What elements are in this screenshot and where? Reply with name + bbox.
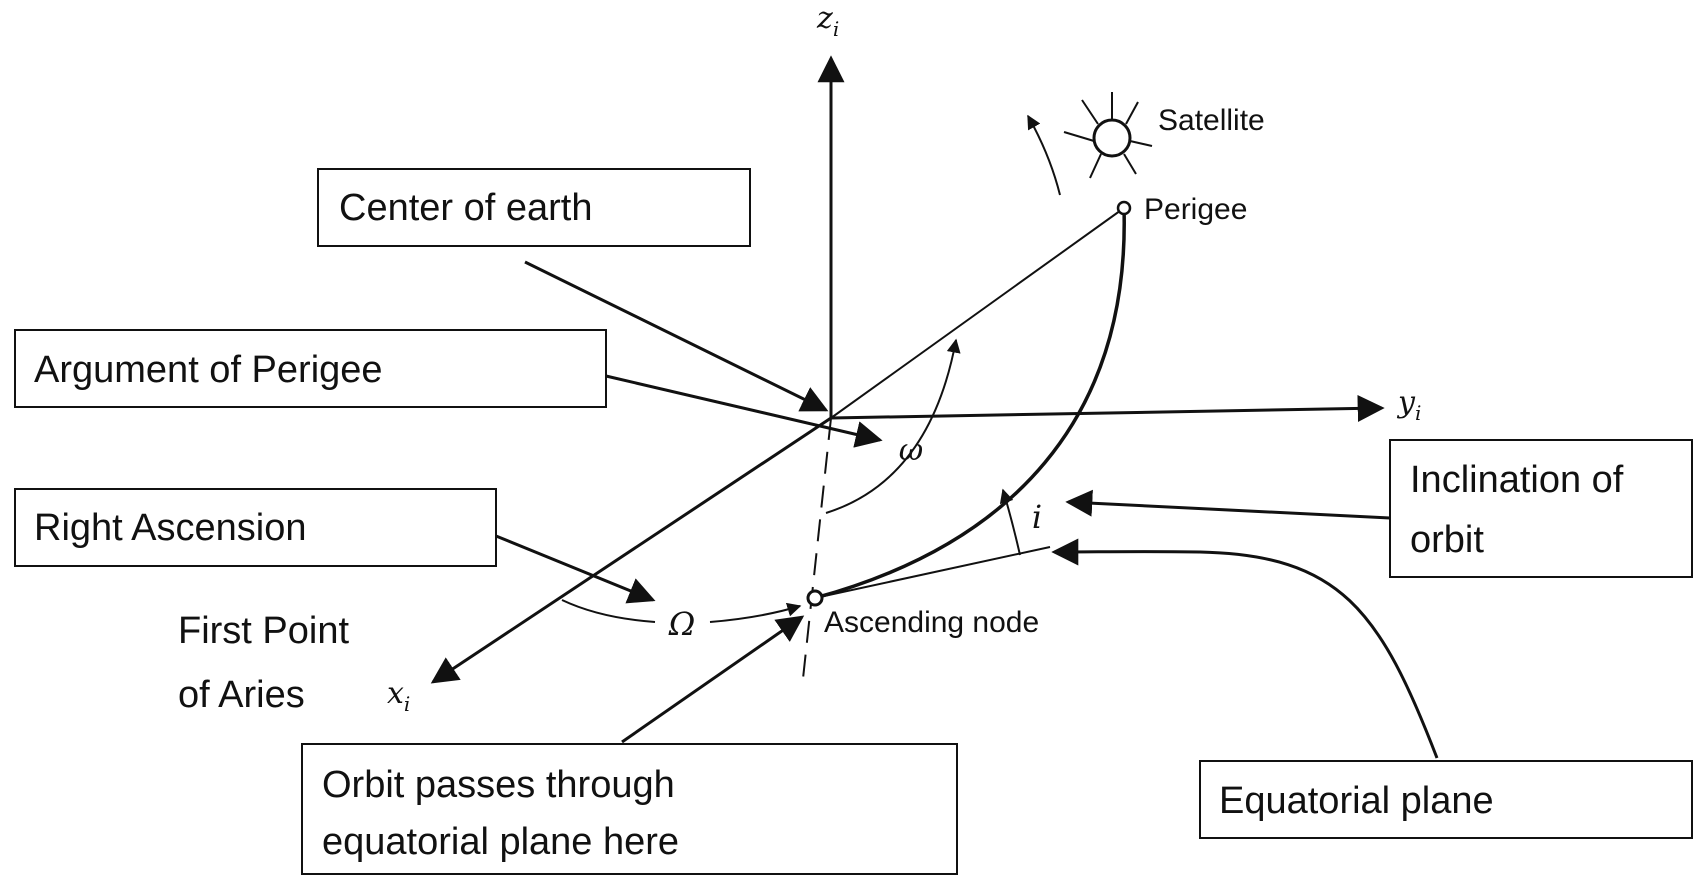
y-axis-label: yi: [1396, 385, 1421, 425]
x-axis-label: xi: [387, 676, 410, 716]
svg-text:Right Ascension: Right Ascension: [34, 507, 307, 549]
orbit-passes-callout: Orbit passes through equatorial plane he…: [301, 743, 958, 875]
perigee-label: Perigee: [1144, 193, 1247, 226]
orbit-arc: [814, 207, 1126, 600]
satellite-label: Satellite: [1158, 104, 1265, 137]
center-of-earth-leader: [524, 260, 829, 412]
first-point-of-aries-label: First Point of Aries: [178, 610, 349, 716]
right-ascension-leader: [495, 534, 656, 604]
y-axis: [830, 394, 1385, 422]
argument-of-perigee-arc: [825, 338, 961, 514]
omega-small-symbol: ω: [899, 433, 923, 468]
inclination-arc: [999, 488, 1021, 556]
equatorial-plane-leader: [1051, 538, 1439, 759]
equatorial-plane-line: [814, 546, 1051, 599]
center-of-earth-callout: Center of earth: [317, 168, 751, 247]
perigee-point: [1116, 200, 1132, 216]
equatorial-plane-callout: Equatorial plane: [1199, 760, 1693, 839]
inclination-symbol: i: [1032, 498, 1042, 536]
svg-text:orbit: orbit: [1410, 519, 1484, 561]
svg-text:of Aries: of Aries: [178, 674, 305, 716]
inclination-callout: Inclination of orbit: [1389, 439, 1693, 578]
right-ascension-arc: [561, 599, 656, 623]
right-ascension-arc-2: [709, 602, 802, 623]
argument-of-perigee-callout: Argument of Perigee: [14, 329, 607, 408]
svg-text:equatorial plane here: equatorial plane here: [322, 821, 679, 863]
ascending-node-label: Ascending node: [824, 606, 1039, 639]
satellite-icon: [1063, 92, 1153, 179]
perigee-line: [830, 207, 1125, 419]
right-ascension-callout: Right Ascension: [14, 488, 497, 567]
inclination-leader: [1065, 489, 1391, 520]
argument-of-perigee-leader: [605, 374, 883, 448]
svg-text:Equatorial plane: Equatorial plane: [1219, 780, 1494, 822]
ascending-node-point: [806, 589, 824, 607]
orbit-passes-leader: [621, 615, 805, 744]
svg-text:First Point: First Point: [178, 610, 349, 652]
svg-text:Inclination of: Inclination of: [1410, 459, 1624, 501]
satellite-motion-arrow: [1027, 114, 1061, 196]
svg-text:Center of earth: Center of earth: [339, 187, 592, 229]
svg-text:Argument of Perigee: Argument of Perigee: [34, 349, 383, 391]
svg-text:Orbit passes through: Orbit passes through: [322, 764, 675, 806]
x-axis: [430, 416, 832, 684]
neg-z-axis-dashed: [801, 417, 832, 689]
omega-capital-symbol: Ω: [668, 605, 696, 643]
z-axis-label: zi: [816, 1, 839, 41]
